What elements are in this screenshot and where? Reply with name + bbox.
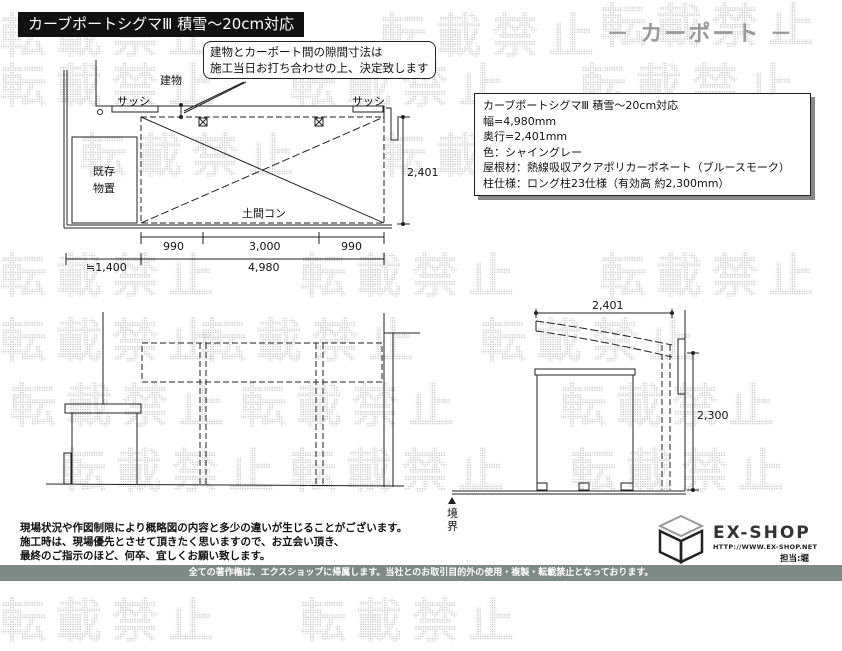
boundary-label-1: 境 (447, 507, 458, 520)
staff-label: 担当:堀 (780, 554, 809, 564)
watermark: 転載禁止 (290, 435, 514, 501)
disclaimer-line: 最終のご指示のほど、何卒、宜しくお願い致します。 (20, 550, 271, 562)
watermark: 転載禁止 (0, 50, 224, 116)
logo-url: HTTP://WWW.EX-SHOP.NET (713, 543, 818, 551)
disclaimer: 現場状況や作図制限により概略図の内容と多少の違いが生じることがございます。 施工… (20, 521, 407, 563)
building-label: 建物 (160, 74, 182, 87)
plan-depth-dim: 2,401 (407, 166, 439, 179)
gap-callout: 建物とカーポート間の隙間寸法は 施工当日お打ち合わせの上、決定致します (203, 41, 436, 79)
drawing-canvas (45, 60, 705, 564)
span-right-dim: 990 (341, 240, 362, 253)
logo-cube-icon (657, 514, 705, 538)
watermark: 転載禁止 (10, 370, 234, 436)
boundary-label-2: 界 (447, 520, 458, 533)
watermark: 転載禁止 (300, 240, 524, 306)
spec-line: 色：シャイングレー (483, 145, 582, 159)
watermark: 転載禁止 (200, 305, 424, 371)
callout-line-2: 施工当日お打ち合わせの上、決定致します (210, 61, 429, 75)
storage-label-1: 既存 (93, 165, 115, 178)
logo-name: EX-SHOP (713, 523, 811, 543)
watermark: 転載禁止 (600, 240, 824, 306)
page-title: カーブポートシグマⅢ 積雪～20cm対応 (18, 12, 305, 37)
spec-line: 柱仕様：ロング柱23仕様（有効高 約2,300mm） (483, 176, 730, 190)
spec-line: 奥行=2,401mm (483, 130, 568, 143)
sash-left-label: サッシ (117, 95, 150, 108)
watermark: 転載禁止 (240, 370, 464, 436)
span-center-dim: 3,000 (249, 240, 281, 253)
floor-label: 土間コン (242, 207, 286, 220)
total-width-dim: 4,980 (248, 261, 280, 274)
spec-line: 屋根材：熱線吸収アクアポリカーボネート（ブルースモーク） (483, 161, 790, 174)
callout-line-1: 建物とカーポート間の隙間寸法は (210, 45, 383, 59)
storage-label-2: 物置 (93, 182, 115, 195)
spec-line: 幅=4,980mm (483, 114, 557, 128)
category-label: － カーポート － (606, 22, 794, 47)
side-depth-dim: 2,401 (592, 299, 624, 312)
span-left-dim: 990 (163, 240, 184, 253)
disclaimer-line: 施工時は、現場優先とさせて頂きたく思いますので、お立会い頂き、 (20, 536, 345, 548)
disclaimer-line: 現場状況や作図制限により概略図の内容と多少の違いが生じることがございます。 (20, 522, 408, 534)
watermark: 転載禁止 (60, 435, 284, 501)
watermark: 転載禁止 (600, 0, 824, 56)
watermark: 転載禁止 (80, 120, 304, 186)
sash-right-label: サッシ (352, 95, 385, 108)
spec-box: カーブポートシグマⅢ 積雪～20cm対応 幅=4,980mm 奥行=2,401m… (474, 93, 811, 196)
watermark: 転載禁止 (560, 370, 784, 436)
offset-dim: ≒1,400 (86, 261, 127, 274)
watermark: 転載禁止 (0, 305, 224, 371)
spec-line: カーブポートシグマⅢ 積雪～20cm対応 (483, 99, 679, 112)
watermark: 転載禁止 (570, 435, 794, 501)
side-height-dim: 2,300 (697, 409, 729, 422)
watermark: 転載禁止 (0, 240, 224, 306)
boundary-arrow-icon (448, 497, 456, 504)
copyright-footer: 全ての著作権は、エクスショップに帰属します。当社とのお取引目的外の使用・複製・転… (0, 565, 842, 581)
watermark: 転載禁止 (480, 305, 704, 371)
